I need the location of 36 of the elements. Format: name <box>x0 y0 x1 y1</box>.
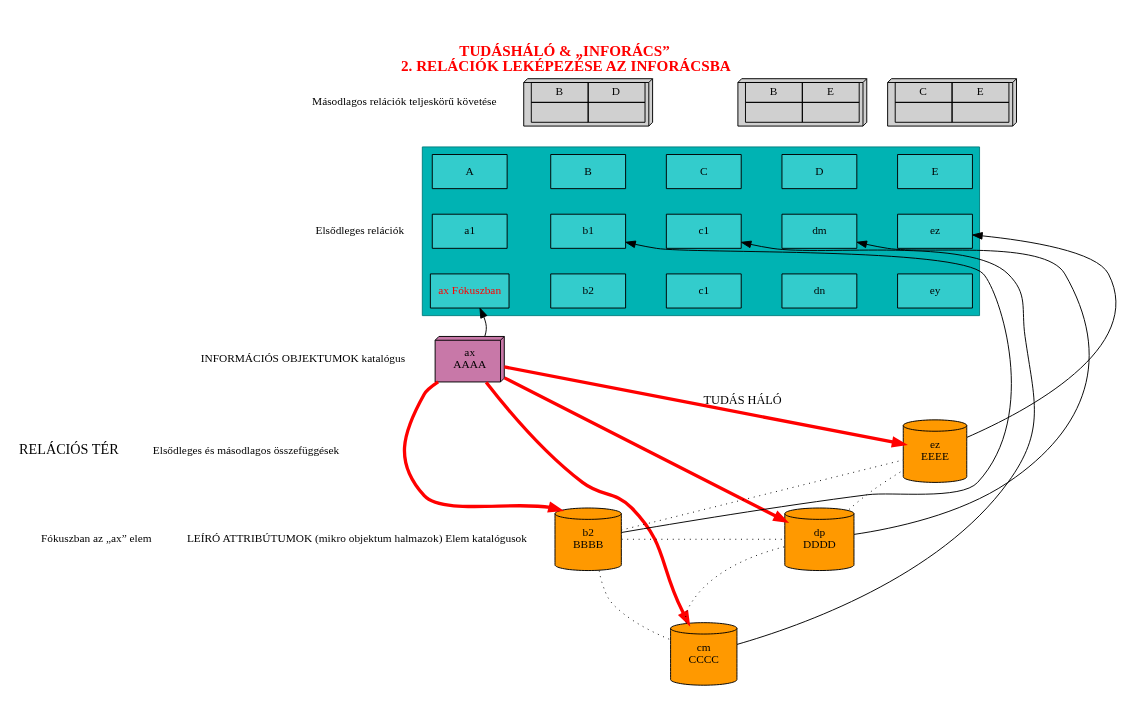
node-box: c1 <box>665 272 742 308</box>
arrow <box>503 375 790 523</box>
label: Elsődleges és másodlagos összefüggések <box>152 443 340 456</box>
arrow <box>503 364 908 447</box>
connector <box>598 569 671 640</box>
node-box: a1 <box>431 213 508 249</box>
connector <box>848 469 904 510</box>
arrow <box>479 307 488 337</box>
edge-label: TUDÁS HÁLÓ <box>703 392 782 407</box>
node-box: b1 <box>550 213 627 249</box>
diagram-title: TUDÁSHÁLÓ & „INFORÁCS” <box>459 41 670 59</box>
node-box: B <box>550 153 627 189</box>
label: Fókuszban az „ax” elem <box>40 531 152 544</box>
node-box: dm <box>781 213 858 249</box>
label: LEÍRÓ ATTRIBÚTUMOK (mikro objektum halmazok) Elem katalógusok <box>186 531 527 544</box>
label: INFORMÁCIÓS OBJEKTUMOK katalógus <box>200 351 406 364</box>
node-box: ax Fókuszban <box>429 272 510 308</box>
node-box: A <box>431 153 508 189</box>
arrow <box>966 231 1116 438</box>
connector <box>620 459 904 531</box>
node-box: c1 <box>665 213 742 249</box>
label: Másodlagos relációk teljeskörű követése <box>312 94 497 107</box>
node-box: ey <box>897 272 973 308</box>
label: RELÁCIÓS TÉR <box>19 440 119 457</box>
arrow <box>853 240 1090 535</box>
node-box: b2 <box>550 272 627 308</box>
arrow <box>484 380 691 627</box>
node-box: C <box>665 153 742 189</box>
arrow <box>621 240 1012 533</box>
node-box: dn <box>781 272 858 308</box>
node-box: D <box>781 153 858 189</box>
arrow <box>402 380 565 512</box>
node-box: ez <box>897 213 973 249</box>
label: Elsődleges relációk <box>315 223 405 236</box>
arrow <box>736 240 1035 645</box>
node-box: E <box>897 153 973 189</box>
